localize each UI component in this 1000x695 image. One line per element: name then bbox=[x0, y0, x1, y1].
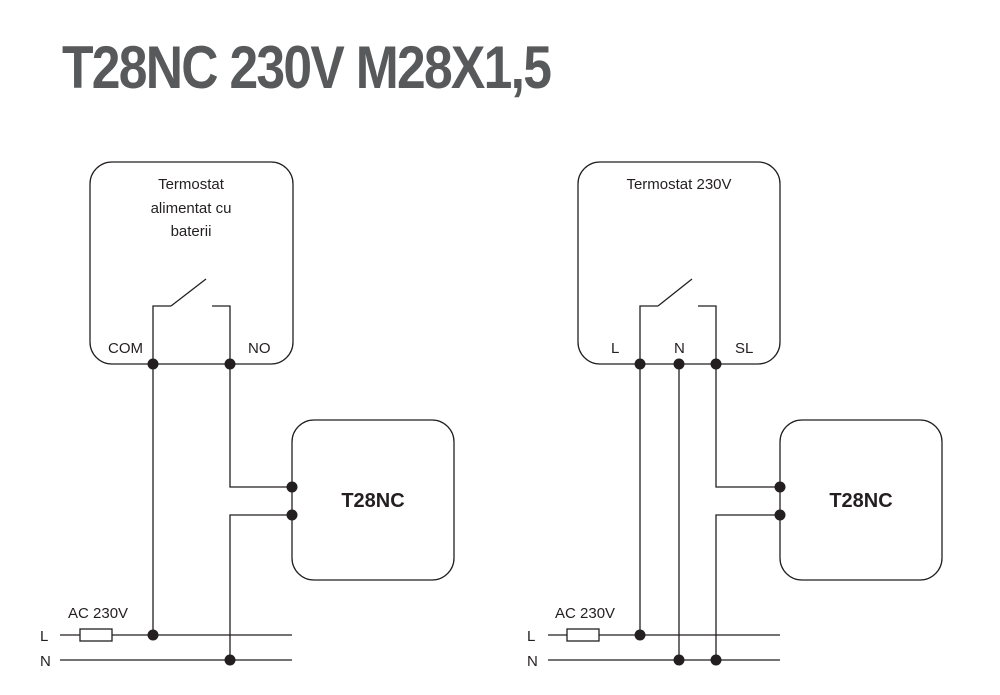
junction-dot bbox=[147, 629, 159, 641]
junction-dot bbox=[634, 358, 646, 370]
no-to-device-wire bbox=[229, 364, 292, 488]
junction-dot bbox=[224, 358, 236, 370]
supply-label: AC 230V bbox=[555, 605, 615, 622]
junction-dot bbox=[774, 509, 786, 521]
n-to-device-wire bbox=[715, 514, 780, 660]
sl-contact-wire bbox=[698, 305, 717, 364]
junction-dot bbox=[710, 654, 722, 666]
junction-dot bbox=[147, 358, 159, 370]
thermostat-label-line-2: alimentat cu bbox=[151, 200, 232, 217]
terminal-com: COM bbox=[108, 340, 143, 357]
device-label: T28NC bbox=[829, 490, 892, 512]
junction-dot bbox=[224, 654, 236, 666]
left-diagram: Termostat alimentat cu baterii COM NO T2… bbox=[40, 161, 455, 670]
com-contact-wire bbox=[152, 305, 171, 364]
junction-dot bbox=[774, 481, 786, 493]
line-n-label: N bbox=[40, 653, 51, 670]
device-label: T28NC bbox=[341, 490, 404, 512]
n-to-device-wire bbox=[229, 514, 292, 660]
supply-label: AC 230V bbox=[68, 605, 128, 622]
junction-dot bbox=[634, 629, 646, 641]
switch-blade bbox=[170, 278, 207, 307]
junction-dot bbox=[710, 358, 722, 370]
terminal-no: NO bbox=[248, 340, 271, 357]
terminal-sl: SL bbox=[735, 340, 753, 357]
no-contact-wire bbox=[212, 305, 231, 364]
junction-dot bbox=[673, 358, 685, 370]
sl-to-device-wire bbox=[715, 364, 780, 488]
t28nc-device-box bbox=[779, 419, 943, 581]
line-n-label: N bbox=[527, 653, 538, 670]
line-l-label: L bbox=[527, 628, 535, 645]
switch-blade bbox=[657, 278, 693, 307]
junction-dot bbox=[286, 509, 298, 521]
t28nc-device-box bbox=[291, 419, 455, 581]
junction-dot bbox=[673, 654, 685, 666]
terminal-n: N bbox=[674, 340, 685, 357]
page-title: T28NC 230V M28X1,5 bbox=[62, 34, 552, 101]
thermostat-label-line-3: baterii bbox=[171, 223, 212, 240]
terminal-l: L bbox=[611, 340, 619, 357]
l-contact-wire bbox=[639, 305, 658, 364]
thermostat-230v-label: Termostat 230V bbox=[626, 176, 731, 193]
fuse-symbol bbox=[566, 628, 600, 642]
junction-dot bbox=[286, 481, 298, 493]
right-diagram: Termostat 230V L N SL T28NC AC 230V L N bbox=[527, 161, 943, 670]
battery-thermostat-box bbox=[89, 161, 294, 365]
fuse-symbol bbox=[79, 628, 113, 642]
line-l-label: L bbox=[40, 628, 48, 645]
thermostat-label-line-1: Termostat bbox=[158, 176, 225, 193]
